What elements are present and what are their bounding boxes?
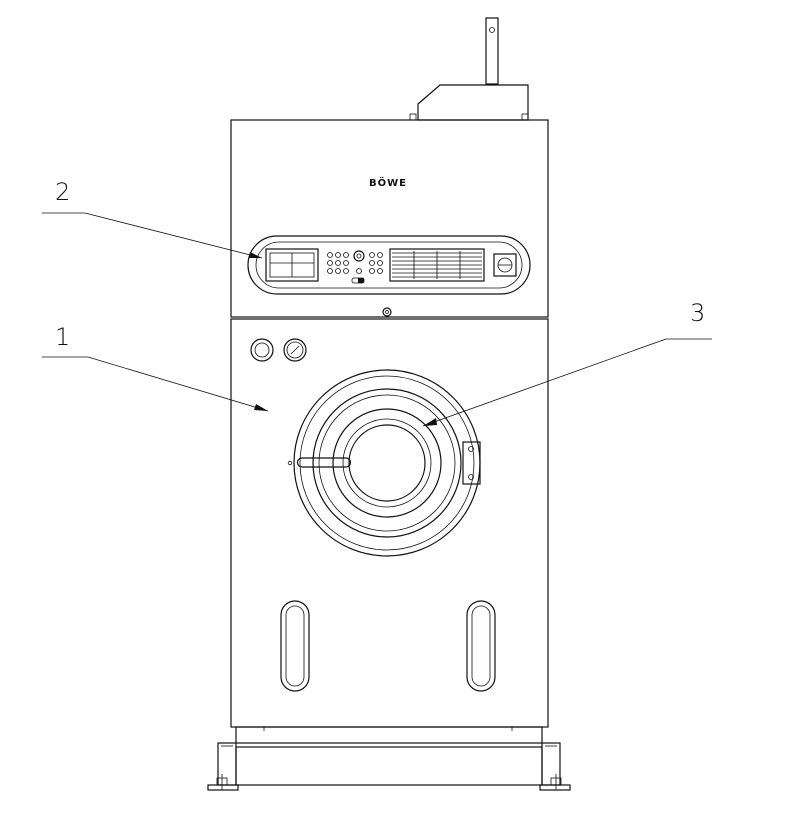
vent-grille <box>389 248 485 282</box>
callout-1-label: 1 <box>55 323 70 351</box>
keypad-right <box>356 252 383 274</box>
brand-logo: BÖWE <box>369 175 407 189</box>
loading-door <box>293 369 481 557</box>
callout-1: 1 <box>42 323 269 412</box>
emergency-stop <box>493 253 517 277</box>
upper-cabinet <box>230 119 549 318</box>
callout-3: 3 <box>422 299 712 427</box>
keypad-left <box>327 252 349 274</box>
display-screen <box>265 248 319 282</box>
base-frame <box>207 726 571 791</box>
lower-cabinet <box>230 318 549 728</box>
callout-2: 2 <box>42 178 263 259</box>
door-handle <box>296 457 352 468</box>
top-duct-assembly <box>409 17 529 121</box>
gauge-right <box>283 338 307 362</box>
callout-2-label: 2 <box>55 178 70 206</box>
callout-3-label: 3 <box>690 299 705 327</box>
door-hinge <box>462 441 481 485</box>
access-slot-left <box>280 600 310 692</box>
access-slot-right <box>466 600 496 692</box>
control-panel <box>247 235 531 295</box>
cabinet-fastener <box>382 307 392 317</box>
control-dial <box>353 250 365 262</box>
gauge-left <box>250 338 274 362</box>
